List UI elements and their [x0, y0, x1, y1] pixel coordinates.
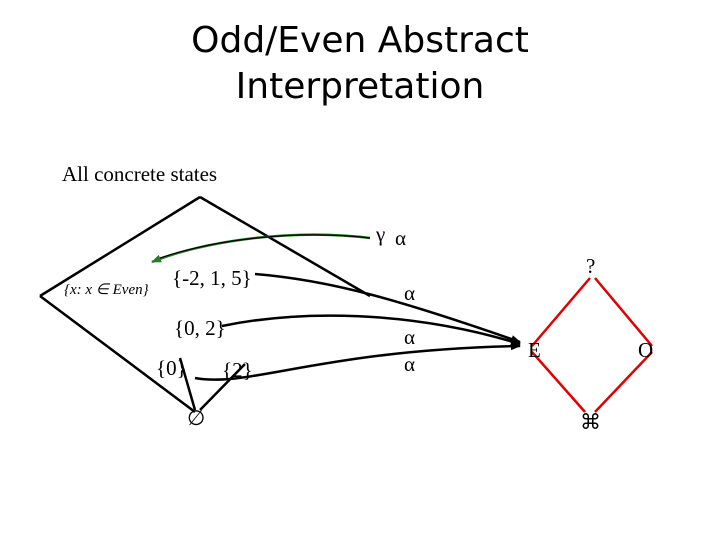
abstract-bottom-label: ⌘: [580, 410, 601, 434]
gamma-label: γ: [376, 222, 386, 246]
all-concrete-states-label: All concrete states: [62, 162, 218, 186]
concrete-left-top-edge: [39, 195, 201, 298]
gamma-arrow: [151, 233, 371, 264]
slide-title: Odd/Even Abstract Interpretation: [0, 18, 720, 110]
concrete-inner-edge-2: [199, 363, 246, 411]
alpha-label-3: α: [404, 352, 416, 376]
alpha-arrow-2: [221, 314, 521, 346]
gamma-curve-top: [159, 234, 371, 259]
concrete-left-bottom-edge: [39, 294, 196, 414]
abstract-odd-label: O: [638, 338, 654, 362]
alpha-label-2: α: [404, 325, 416, 349]
title-line-1: Odd/Even Abstract: [191, 20, 529, 61]
title-line-2: Interpretation: [235, 66, 485, 107]
empty-set-label: ∅: [187, 406, 206, 430]
alpha-arrow-1: [254, 272, 521, 344]
concrete-inner-edge-1: [178, 357, 197, 411]
set-0-2-label: {0, 2}: [174, 316, 226, 340]
alpha-arrow-3: [194, 342, 521, 381]
abstract-even-label: E: [528, 338, 541, 362]
abstract-top-label: ?: [586, 254, 596, 278]
abstract-top-odd-edge: [594, 277, 653, 347]
set-0-label: {0}: [156, 356, 187, 380]
abstract-top-even-edge: [531, 277, 591, 347]
concrete-right-top-edge: [199, 195, 371, 298]
abstract-even-bottom-edge: [531, 351, 586, 413]
alpha-label-1: α: [404, 281, 416, 305]
set-comprehension-label: {x: x ∈ Even}: [64, 282, 149, 298]
abstract-odd-bottom-edge: [594, 351, 653, 413]
set-2-label: {2}: [222, 358, 253, 382]
set-neg2-1-5-label: {-2, 1, 5}: [172, 266, 252, 290]
alpha-top-label: α: [395, 226, 407, 250]
